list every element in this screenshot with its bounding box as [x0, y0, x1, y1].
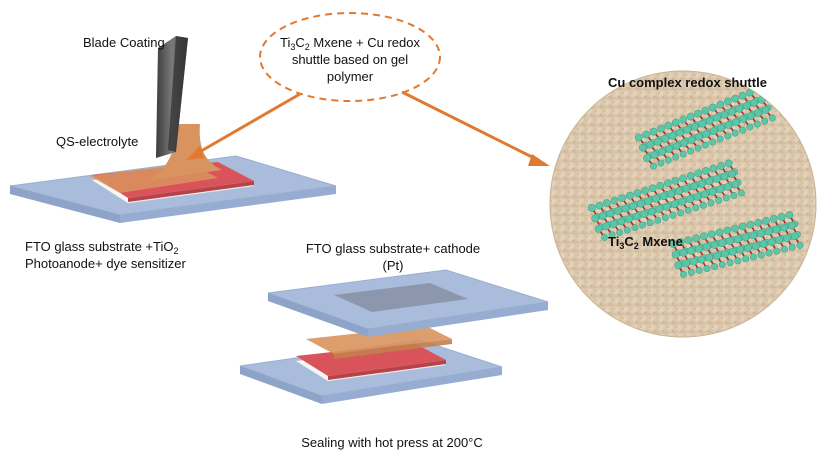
- bubble-text: Ti3C2 Mxene + Cu redox shuttle based on …: [270, 34, 430, 85]
- fto-glass-side: [120, 186, 336, 223]
- photoanode-label: FTO glass substrate +TiO2 Photoanode+ dy…: [25, 238, 186, 272]
- blade-coating-label: Blade Coating: [83, 35, 165, 50]
- cathode-line1: FTO glass substrate+ cathode: [305, 241, 481, 256]
- mxene-magnified-view: [549, 70, 817, 338]
- cu-complex-label: Cu complex redox shuttle: [608, 75, 767, 90]
- photoanode-assembly: [9, 36, 337, 223]
- sealing-label: Sealing with hot press at 200°C: [301, 435, 483, 450]
- pt-cathode: [334, 283, 468, 312]
- mxene-flake: [669, 211, 804, 278]
- tio2-layer-bottom: [296, 343, 446, 376]
- electrolyte-meniscus: [150, 124, 222, 180]
- bubble-line2: shuttle based on gel: [291, 52, 409, 67]
- photoanode-line1: FTO glass substrate +TiO2: [25, 239, 179, 256]
- mxene-label: Ti3C2 Mxene: [608, 234, 683, 251]
- photoanode-line2: Photoanode+ dye sensitizer: [25, 256, 186, 271]
- cathode-line2: (Pt): [382, 258, 404, 273]
- flow-arrows: [186, 90, 550, 166]
- cell-assembly: [239, 269, 549, 404]
- mxene-flake: [587, 159, 745, 241]
- arrow-to-coating: [195, 92, 301, 156]
- fto-glass-front: [10, 186, 120, 223]
- mxene-flake: [634, 85, 776, 170]
- electrolyte-strip: [306, 326, 452, 354]
- qs-electrolyte-label: QS-electrolyte: [56, 134, 139, 149]
- redox-shuttle-bubble: [259, 12, 441, 102]
- arrow-to-circle: [401, 90, 539, 162]
- bubble-line1: Ti3C2 Mxene + Cu redox: [280, 35, 420, 52]
- celsius-unit: °C: [468, 435, 483, 450]
- bubble-line3: polymer: [326, 69, 374, 84]
- cathode-label: FTO glass substrate+ cathode (Pt): [283, 240, 503, 274]
